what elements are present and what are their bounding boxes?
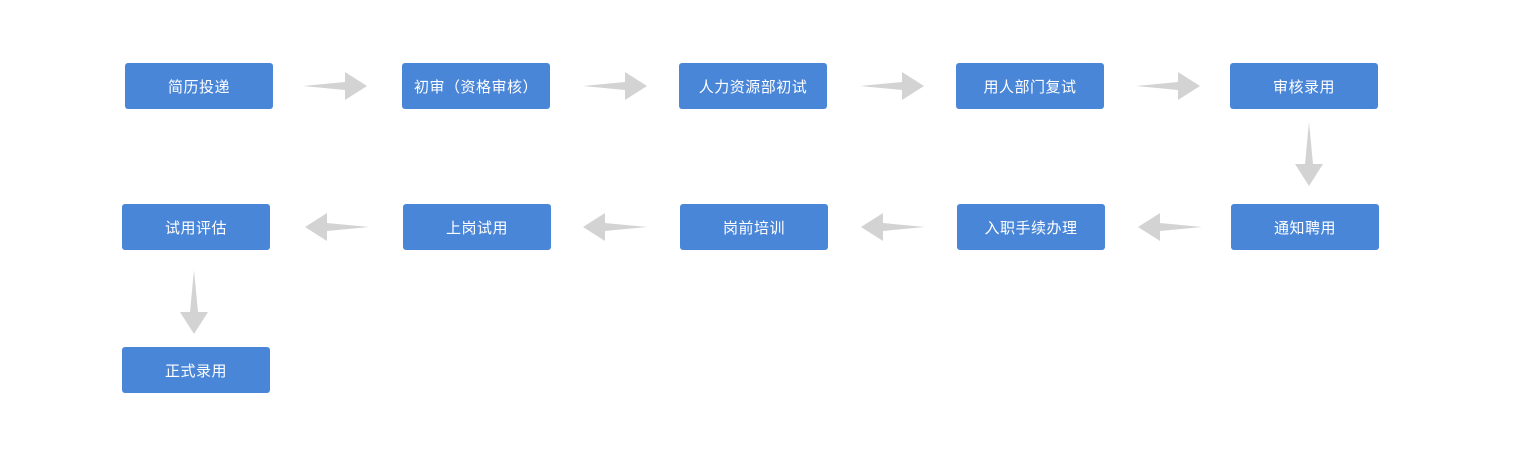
step-probation-start: 上岗试用 bbox=[403, 204, 551, 250]
arrow-down-icon bbox=[1295, 122, 1323, 186]
step-resume-submission: 简历投递 bbox=[125, 63, 273, 109]
arrow-right-icon bbox=[1136, 72, 1200, 100]
arrow-left-icon bbox=[305, 213, 369, 241]
arrow-right-icon bbox=[303, 72, 367, 100]
step-offer-notification: 通知聘用 bbox=[1231, 204, 1379, 250]
step-pre-job-training: 岗前培训 bbox=[680, 204, 828, 250]
step-department-second-interview: 用人部门复试 bbox=[956, 63, 1104, 109]
arrow-right-icon bbox=[860, 72, 924, 100]
arrow-right-icon bbox=[583, 72, 647, 100]
step-formal-employment: 正式录用 bbox=[122, 347, 270, 393]
step-onboarding-procedures: 入职手续办理 bbox=[957, 204, 1105, 250]
step-initial-review: 初审（资格审核） bbox=[402, 63, 550, 109]
step-hr-first-interview: 人力资源部初试 bbox=[679, 63, 827, 109]
arrow-down-icon bbox=[180, 270, 208, 334]
arrow-left-icon bbox=[1138, 213, 1202, 241]
arrow-left-icon bbox=[861, 213, 925, 241]
step-hiring-approval: 审核录用 bbox=[1230, 63, 1378, 109]
step-probation-evaluation: 试用评估 bbox=[122, 204, 270, 250]
arrow-left-icon bbox=[583, 213, 647, 241]
